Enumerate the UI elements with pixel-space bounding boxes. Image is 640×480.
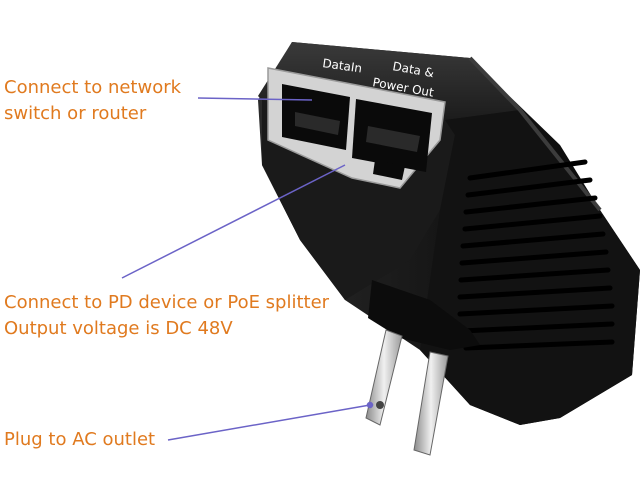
plug-prongs [365,329,449,456]
rj45-port-frame [267,67,446,189]
callout-network-line1: Connect to network [4,77,182,98]
vent-slots [457,159,615,351]
callout-network-line2: switch or router [4,103,147,124]
leader-line-ac [167,404,371,441]
callout-pd: Connect to PD device or PoE splitter Out… [4,290,329,342]
callout-network: Connect to network switch or router [4,75,181,127]
callout-pd-line1: Connect to PD device or PoE splitter [4,292,330,313]
port-label-data-in: DataIn [322,56,363,75]
leader-line-network [197,97,313,101]
leader-line-pd [121,164,346,279]
callout-ac-line1: Plug to AC outlet [4,429,156,450]
plug-base [368,280,480,350]
leader-lines [121,97,374,441]
callout-pd-line2: Output voltage is DC 48V [4,318,233,339]
callout-ac: Plug to AC outlet [4,427,155,453]
